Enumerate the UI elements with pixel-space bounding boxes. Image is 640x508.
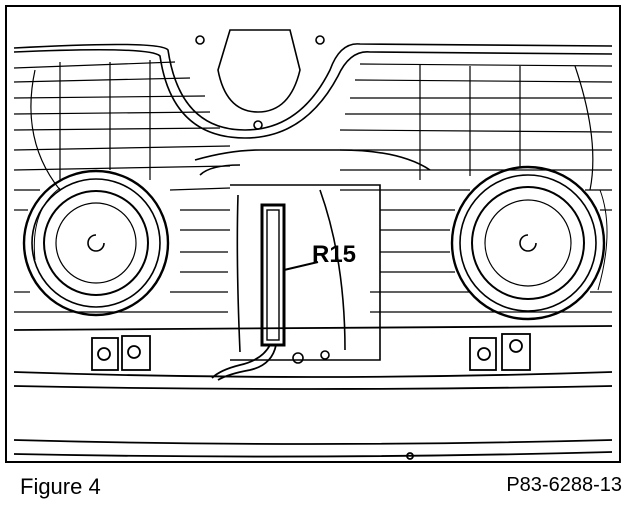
right-grille-slats bbox=[339, 63, 613, 313]
center-component-r15 bbox=[260, 203, 319, 347]
mounting-brackets bbox=[91, 333, 531, 371]
callout-leader-line bbox=[283, 261, 319, 271]
left-grille-slats bbox=[13, 60, 231, 313]
center-recess bbox=[194, 149, 431, 364]
lower-bumper bbox=[13, 325, 613, 460]
upper-panel bbox=[13, 29, 613, 139]
callout-label-r15: R15 bbox=[312, 241, 356, 268]
illustration-frame bbox=[5, 5, 621, 463]
figure-caption: Figure 4 bbox=[20, 474, 101, 499]
right-round-housing bbox=[450, 165, 608, 321]
left-round-housing bbox=[22, 169, 170, 317]
part-code: P83-6288-13 bbox=[506, 474, 622, 496]
